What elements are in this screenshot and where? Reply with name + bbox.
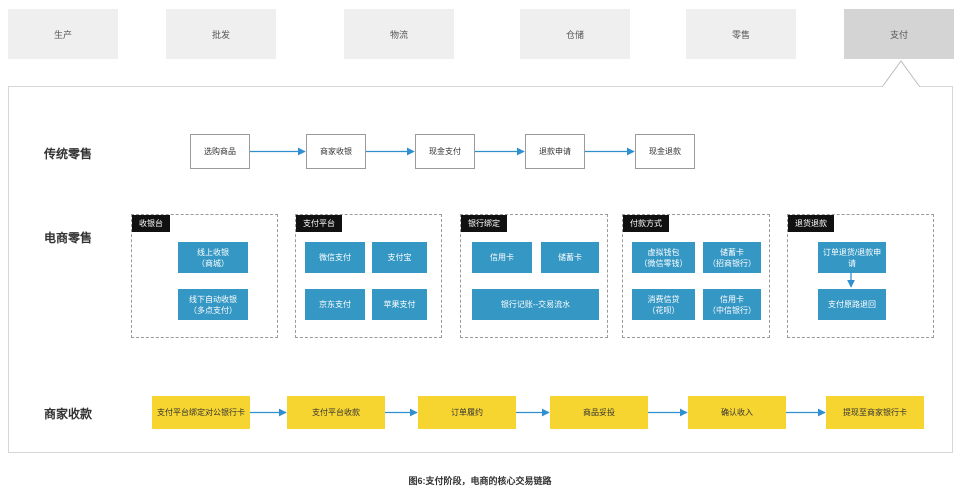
figure-caption: 图6:支付阶段，电商的核心交易链路	[408, 476, 552, 486]
item-refund-request: 订单退货/退款申 请	[818, 242, 886, 273]
traditional-step-cash-payment: 现金支付	[415, 134, 475, 169]
merchant-step-goods-delivered: 商品妥投	[550, 396, 648, 429]
item-online-checkout: 线上收银 （商城）	[178, 242, 248, 273]
merchant-step-confirm-revenue: 确认收入	[688, 396, 786, 429]
item-virtual-wallet: 虚拟钱包 （微信零钱）	[632, 242, 695, 273]
group-title: 支付平台	[296, 215, 342, 232]
group-bank-binding: 银行绑定 信用卡 储蓄卡 银行记账--交易流水	[460, 214, 608, 338]
traditional-step-select-goods: 选购商品	[190, 134, 250, 169]
item-credit-card-citic: 信用卡 （中信银行）	[703, 289, 761, 320]
group-title: 付款方式	[623, 215, 669, 232]
tab-wholesale[interactable]: 批发	[166, 9, 276, 59]
row-label-traditional: 传统零售	[44, 147, 93, 161]
group-title: 收银台	[132, 215, 170, 232]
traditional-step-cash-refund: 现金退款	[635, 134, 695, 169]
item-debit-card-cmb: 储蓄卡 （招商银行）	[703, 242, 761, 273]
item-wechat-pay: 微信支付	[305, 242, 365, 273]
merchant-step-platform-collection: 支付平台收款	[287, 396, 385, 429]
item-credit-card: 信用卡	[472, 242, 532, 273]
item-bank-ledger: 银行记账--交易流水	[472, 289, 599, 320]
item-jd-pay: 京东支付	[305, 289, 365, 320]
item-debit-card: 储蓄卡	[541, 242, 599, 273]
item-apple-pay: 苹果支付	[372, 289, 427, 320]
group-title: 银行绑定	[461, 215, 507, 232]
traditional-step-refund-request: 退款申请	[525, 134, 585, 169]
row-label-ecommerce: 电商零售	[44, 231, 93, 245]
group-checkout-counter: 收银台 线上收银 （商城） 线下自动收银 （多点支付）	[131, 214, 278, 338]
group-payment-methods: 付款方式 虚拟钱包 （微信零钱） 储蓄卡 （招商银行） 消费信贷 （花呗） 信用…	[622, 214, 770, 338]
tab-warehousing[interactable]: 仓储	[520, 9, 630, 59]
group-title: 退货退款	[788, 215, 834, 232]
item-consumer-credit: 消费信贷 （花呗）	[632, 289, 695, 320]
group-payment-platform: 支付平台 微信支付 支付宝 京东支付 苹果支付	[295, 214, 442, 338]
item-original-route-refund: 支付原路退回	[818, 289, 886, 320]
merchant-step-bind-corporate-card: 支付平台绑定对公银行卡	[152, 396, 250, 429]
merchant-step-order-fulfillment: 订单履约	[418, 396, 516, 429]
merchant-step-withdraw: 提现至商家银行卡	[826, 396, 924, 429]
traditional-step-merchant-checkout: 商家收银	[306, 134, 366, 169]
tab-payment[interactable]: 支付	[844, 9, 954, 59]
tab-production[interactable]: 生产	[8, 9, 118, 59]
tab-logistics[interactable]: 物流	[344, 9, 454, 59]
row-label-merchant: 商家收款	[44, 407, 93, 421]
item-offline-auto-checkout: 线下自动收银 （多点支付）	[178, 289, 248, 320]
tab-retail[interactable]: 零售	[686, 9, 796, 59]
item-alipay: 支付宝	[372, 242, 427, 273]
active-tab-pointer-icon	[882, 60, 920, 87]
group-return-refund: 退货退款 订单退货/退款申 请 支付原路退回	[787, 214, 934, 338]
